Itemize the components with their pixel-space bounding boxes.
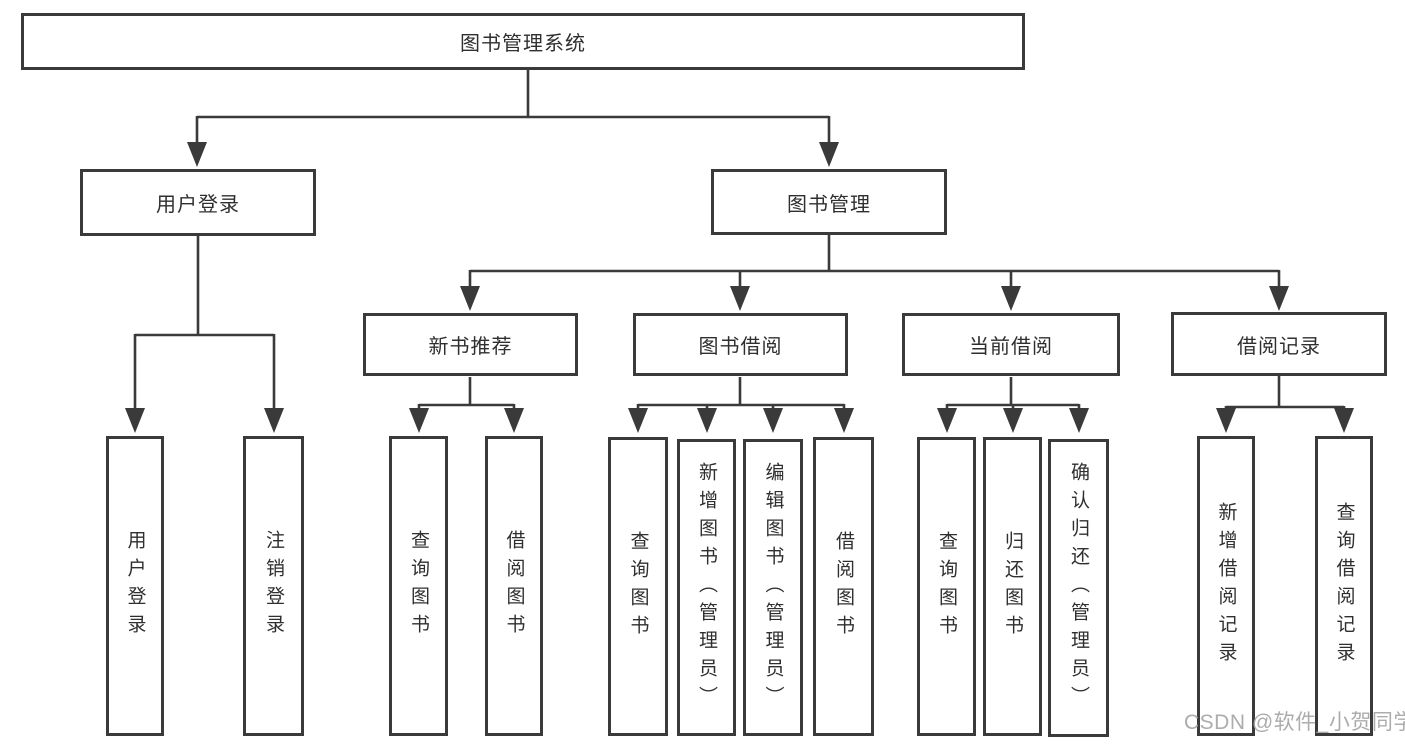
leaf-query-borrow-record: 查询借阅记录 [1315,436,1373,736]
arrowhead [730,286,750,311]
leaf-borrow-books-2: 借阅图书 [813,437,874,736]
leaf-query-books-2: 查询图书 [608,437,668,736]
node-borrow-records: 借阅记录 [1171,312,1387,376]
leaf-user-login: 用户登录 [106,436,164,736]
node-new-book-recommend: 新书推荐 [363,313,578,376]
leaf-query-books-1: 查询图书 [389,436,448,736]
node-current-borrow: 当前借阅 [902,313,1120,376]
node-user-login-module: 用户登录 [80,169,316,236]
arrowhead [1334,408,1354,433]
arrowhead [697,408,717,433]
node-book-management-module: 图书管理 [711,169,947,235]
arrowhead [264,408,284,433]
arrowhead [628,408,648,433]
node-book-borrow: 图书借阅 [633,313,848,376]
arrowhead [937,408,957,433]
node-root-system: 图书管理系统 [21,13,1025,70]
leaf-logout: 注销登录 [243,436,304,736]
arrowhead [1069,408,1089,433]
leaf-add-book-admin: 新增图书（管理员） [677,439,736,736]
arrowhead [1003,408,1023,433]
leaf-borrow-books-1: 借阅图书 [485,436,543,736]
arrowheads [125,142,1354,433]
arrowhead [1216,408,1236,433]
arrowhead [834,408,854,433]
arrowhead [125,408,145,433]
leaf-query-books-3: 查询图书 [917,437,976,736]
arrowhead [460,286,480,311]
leaf-add-borrow-record: 新增借阅记录 [1197,436,1255,736]
arrowhead [763,408,783,433]
leaf-return-book: 归还图书 [983,437,1042,736]
connector-segments [133,70,1346,409]
arrowhead [1269,286,1289,311]
leaf-confirm-return-admin: 确认归还（管理员） [1048,439,1109,737]
watermark: CSDN @软件_小贺同学 [1184,711,1405,734]
arrowhead [1001,286,1021,311]
connector-path [133,70,1346,409]
arrowhead [187,142,207,167]
arrowhead [409,408,429,433]
leaf-edit-book-admin: 编辑图书（管理员） [743,439,803,736]
arrowhead [504,408,524,433]
arrowhead [819,142,839,167]
